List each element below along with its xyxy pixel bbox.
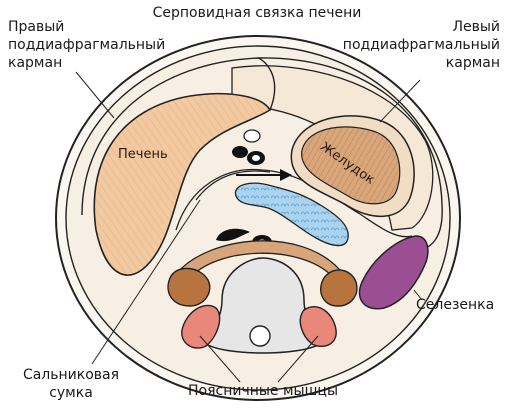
portal-vessel-1	[244, 130, 260, 142]
label-spleen: Селезенка	[416, 296, 506, 314]
right-kidney	[168, 268, 210, 306]
label-omental-bursa: Сальниковая сумка	[8, 366, 134, 402]
label-left-subphrenic: Левый поддиафрагмальный карман	[318, 18, 500, 72]
spinal-canal	[250, 326, 270, 346]
label-liver: Печень	[118, 146, 198, 164]
label-psoas: Поясничные мышцы	[160, 382, 366, 400]
portal-vessel-2	[232, 146, 248, 158]
left-kidney	[321, 270, 357, 306]
label-right-subphrenic: Правый поддиафрагмальный карман	[8, 18, 188, 72]
portal-vessel-4	[252, 155, 260, 161]
